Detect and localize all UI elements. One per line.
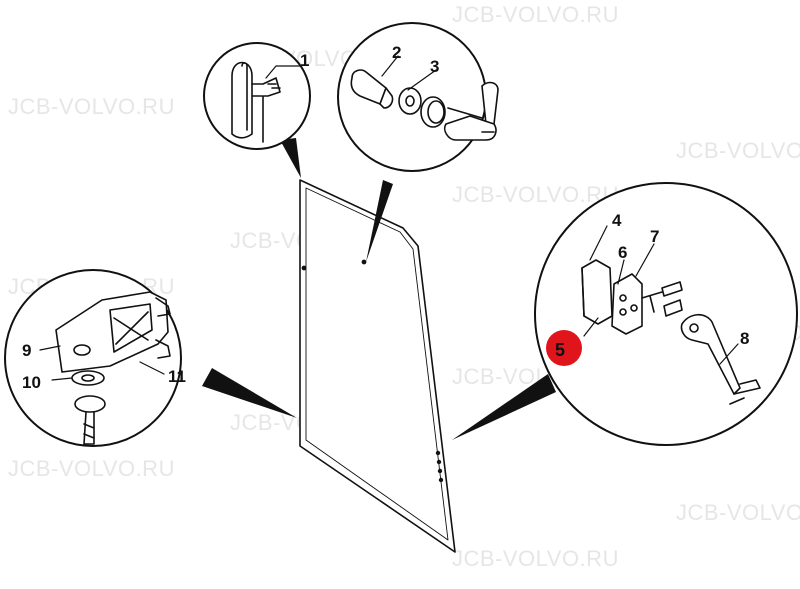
callout-3: 3: [430, 57, 439, 76]
highlight-marker: [546, 330, 582, 366]
callout-5: 5: [555, 340, 565, 360]
pointer-wedge: [366, 180, 393, 262]
pointer-wedge: [280, 138, 301, 178]
door-glass-icon: [299, 179, 456, 553]
callout-6: 6: [618, 243, 627, 262]
pointer-wedge: [202, 368, 297, 418]
leader-line: [39, 345, 61, 351]
callout-2: 2: [392, 43, 401, 62]
seal-profile-icon: [203, 42, 311, 150]
callout-4: 4: [612, 211, 622, 230]
door-handle-icon: [337, 22, 499, 172]
latch-bracket-icon: [4, 269, 182, 447]
leader-line: [589, 225, 608, 261]
pointer-wedge: [452, 374, 556, 440]
callout-11: 11: [168, 367, 186, 386]
callout-1: 1: [300, 51, 309, 70]
leader-line: [139, 361, 165, 375]
leader-line: [381, 55, 399, 77]
leader-line: [583, 317, 599, 337]
leader-line: [407, 69, 437, 91]
callout-8: 8: [740, 329, 749, 348]
leader-line: [635, 243, 655, 277]
leader-line: [265, 65, 301, 79]
hinge-assembly-icon: [534, 182, 798, 446]
callout-10: 10: [22, 373, 41, 392]
leader-line: [719, 343, 739, 365]
callout-9: 9: [22, 341, 31, 360]
callout-7: 7: [650, 227, 659, 246]
leader-line: [617, 259, 625, 285]
leader-line: [51, 377, 73, 381]
